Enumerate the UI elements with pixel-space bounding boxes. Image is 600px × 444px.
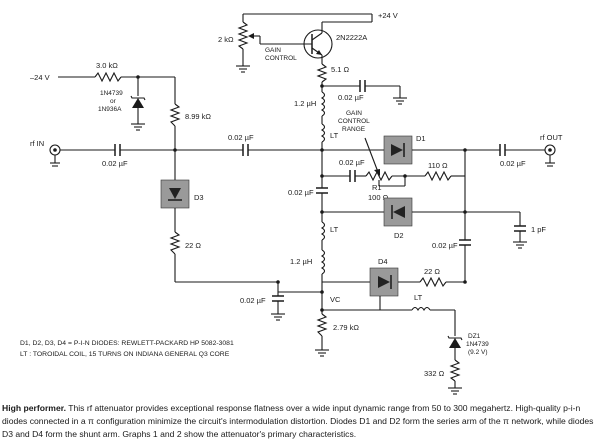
c-shunt-mid-label: 0.02 µF [288, 188, 314, 197]
caption-title: High performer. [2, 403, 66, 413]
lt-bot-label: LT [414, 293, 423, 302]
top-choke: 1.2 µH LT [294, 91, 339, 150]
c-shunt-bot-label: 0.02 µF [240, 296, 266, 305]
diode-d1: D1 [383, 134, 426, 165]
c-shunt-bot: 0.02 µF [240, 282, 324, 321]
r-899k-label: 8.99 kΩ [185, 112, 211, 121]
c-input: 0.02 µF [102, 144, 128, 168]
bottom-lt: LT [379, 293, 456, 336]
caption-body: This rf attenuator provides exceptional … [2, 403, 594, 439]
r-100-label: 100 Ω [368, 193, 389, 202]
figure-caption: High performer. This rf attenuator provi… [2, 402, 598, 441]
rf-out-label: rf OUT [540, 133, 563, 142]
rf-input: rf IN [30, 139, 61, 167]
r-332-label: 332 Ω [424, 369, 445, 378]
c-output: 0.02 µF [499, 144, 526, 168]
diode-d4: D4 22 Ω [322, 257, 465, 297]
r-22-left-label: 22 Ω [185, 241, 201, 250]
d2-label: D2 [394, 231, 404, 240]
choke-top-label: 1.2 µH [294, 99, 316, 108]
c-d2-right-label: 0.02 µF [432, 241, 458, 250]
lt-mid-label: LT [330, 225, 339, 234]
diode-d2: D2 [320, 176, 467, 240]
c-range-label: 0.02 µF [339, 158, 365, 167]
c-input-label: 0.02 µF [102, 159, 128, 168]
pot-label: 2 kΩ [218, 35, 234, 44]
r-emitter-label: 5.1 Ω [331, 65, 350, 74]
d3-label: D3 [194, 193, 204, 202]
c-series1: 0.02 µF [228, 133, 254, 156]
c-output-label: 0.02 µF [500, 159, 526, 168]
supply-rail-pos: +24 V [305, 11, 398, 22]
d1-label: D1 [416, 134, 426, 143]
vc-label: VC [330, 295, 341, 304]
c-1pf-label: 1 pF [531, 225, 546, 234]
neg-supply: –24 V 3.0 kΩ [30, 61, 175, 83]
choke-mid-label: 1.2 µH [290, 257, 312, 266]
vc-node: VC 2.79 kΩ [315, 292, 380, 357]
r1-label: R1 [372, 183, 382, 192]
rf-in-label: rf IN [30, 139, 44, 148]
r-899k: 8.99 kΩ [169, 77, 211, 150]
d4-label: D4 [378, 257, 388, 266]
c-1pf: 1 pF [465, 211, 546, 249]
supply-pos-label: +24 V [378, 11, 398, 20]
diode-d3: D3 22 Ω [160, 150, 280, 284]
supply-neg-label: –24 V [30, 73, 50, 82]
r-3k-label: 3.0 kΩ [96, 61, 118, 70]
transistor-label: 2N2222A [336, 33, 367, 42]
notes-line-1: D1, D2, D3, D4 = P-I-N DIODES: REWLETT-P… [20, 340, 234, 347]
rf-output: rf OUT [540, 133, 563, 167]
transistor-2n2222a: 2N2222A [290, 21, 372, 64]
c-series1-label: 0.02 µF [228, 133, 254, 142]
r-279k-label: 2.79 kΩ [333, 323, 359, 332]
c-bypass-label: 0.02 µF [338, 93, 364, 102]
notes-line-2: LT : TOROIDAL COIL, 15 TURNS ON INDIANA … [20, 351, 230, 358]
center-column: 0.02 µF LT 1.2 µH [288, 150, 339, 292]
lt-top-label: LT [330, 131, 339, 140]
component-notes: D1, D2, D3, D4 = P-I-N DIODES: REWLETT-P… [20, 338, 234, 360]
r-22-right-label: 22 Ω [424, 267, 440, 276]
emitter-resistor: 5.1 Ω 0.02 µF [316, 63, 407, 105]
r-110-label: 110 Ω [428, 161, 448, 170]
c-d2-right: 0.02 µF [432, 212, 471, 284]
series-arm: 0.02 µF R1 100 Ω 110 Ω [320, 150, 466, 202]
